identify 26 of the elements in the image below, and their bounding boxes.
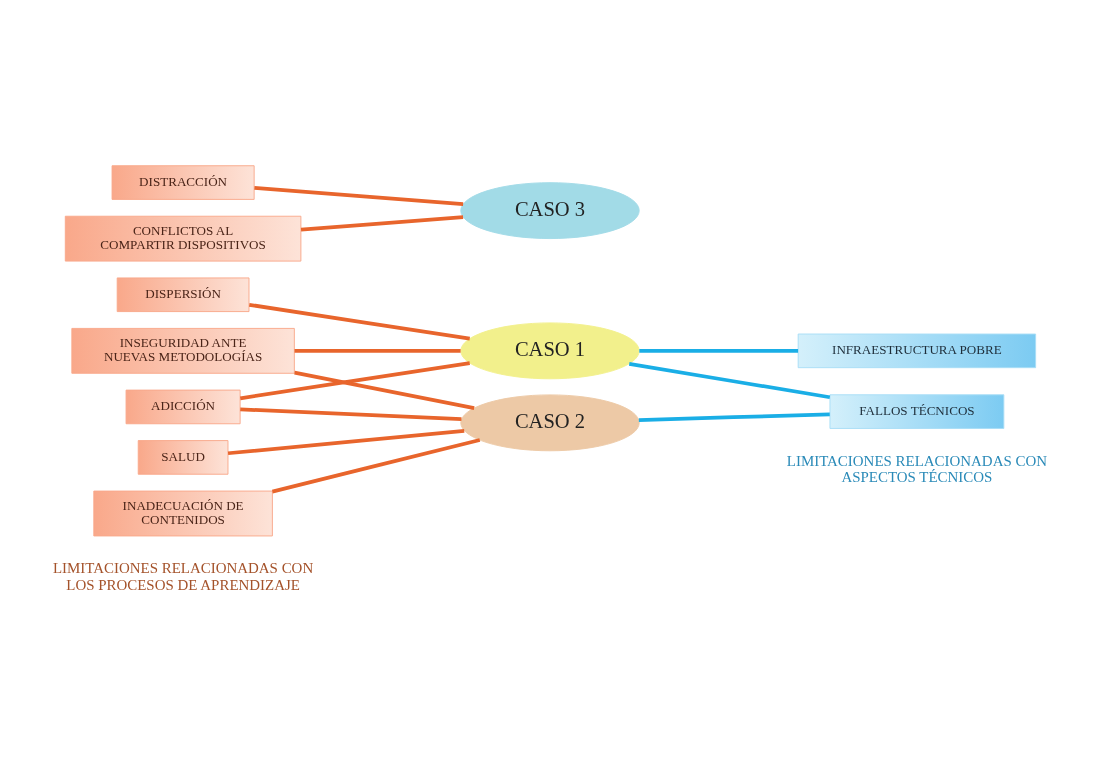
node-ellipse: CASO 3	[460, 182, 640, 240]
label: LIMITACIONES RELACIONADAS CON ASPECTOS TÉCNICOS	[786, 452, 1047, 486]
connector	[638, 412, 830, 422]
connector	[639, 348, 799, 353]
node-box: CONFLICTOS AL COMPARTIR DISPOSITIVOS	[64, 215, 302, 262]
node-box: ADICCIÓN	[125, 389, 241, 425]
node-box: DISTRACCIÓN	[111, 165, 255, 200]
node-box: FALLOS TÉCNICOS	[829, 394, 1005, 429]
node-box: SALUD	[137, 440, 229, 475]
node-ellipse: CASO 2	[460, 394, 640, 452]
connector	[294, 370, 475, 410]
connector	[300, 215, 464, 232]
connector	[227, 429, 465, 456]
connector	[271, 438, 481, 494]
connector	[294, 348, 461, 353]
node-box: DISPERSIÓN	[116, 277, 250, 313]
label: LIMITACIONES RELACIONADAS CON LOS PROCESOS DE APRENDIZAJE	[53, 560, 314, 593]
connector	[240, 361, 470, 401]
connector	[240, 407, 462, 421]
node-box: INADECUACIÓN DE CONTENIDOS	[93, 490, 273, 537]
node-box: INSEGURIDAD ANTE NUEVAS METODOLOGÍAS	[71, 327, 295, 374]
node-ellipse: CASO 1	[460, 322, 640, 380]
connector	[254, 186, 464, 206]
connector	[628, 362, 831, 400]
node-box: INFRAESTRUCTURA POBRE	[797, 333, 1037, 369]
connector	[249, 302, 471, 341]
